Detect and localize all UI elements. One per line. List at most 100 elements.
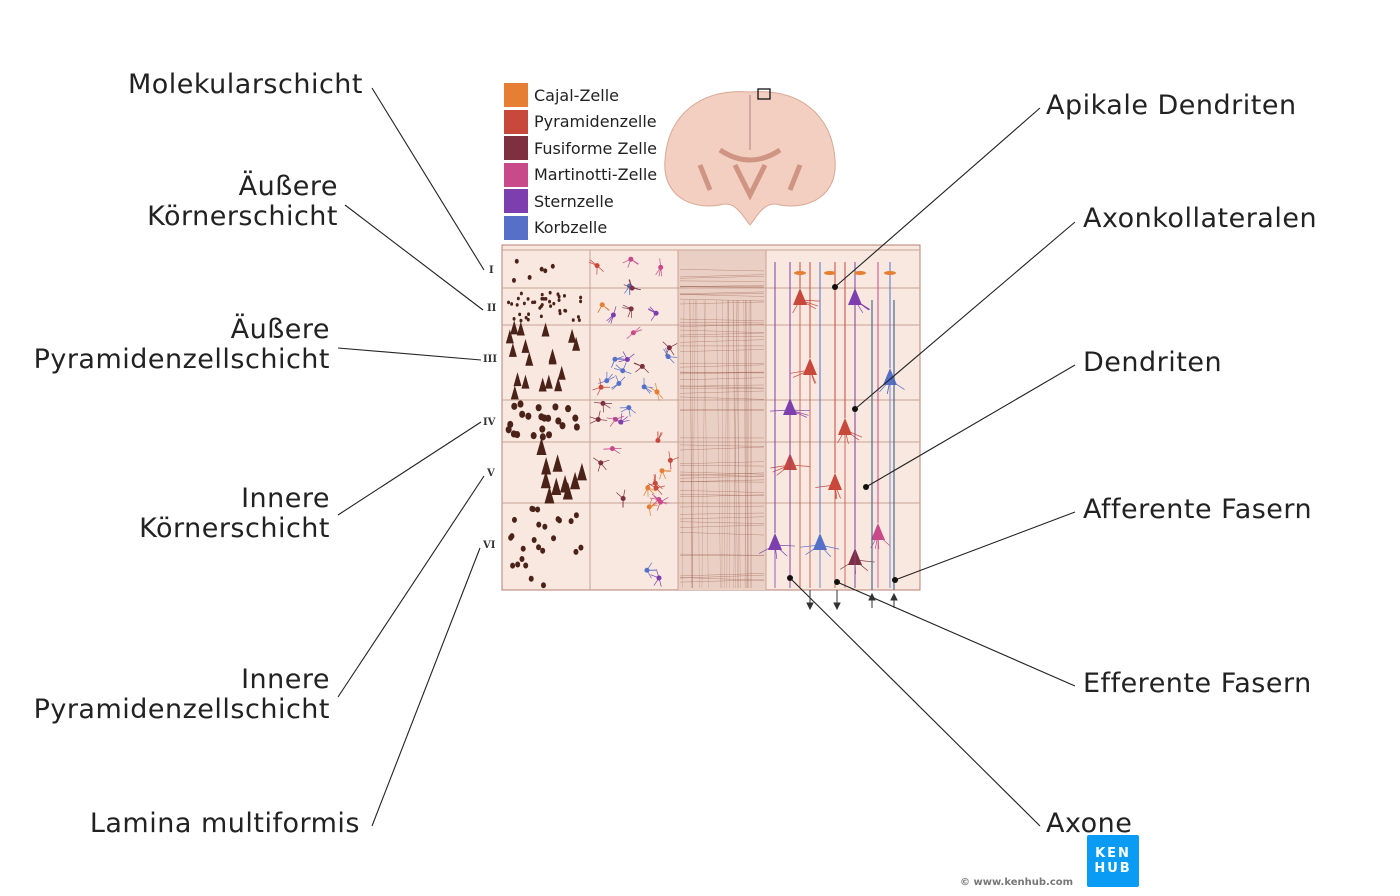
cell-mark [541,457,552,475]
cell-mark [844,429,849,444]
cell-mark [618,359,628,363]
cell-mark [519,318,523,323]
legend-swatch [504,83,528,108]
cell-mark [877,534,880,550]
cell-mark [539,425,546,433]
cell-mark [518,312,522,317]
cell-mark [562,294,566,298]
cell-mark [662,341,670,348]
cell-mark [557,294,561,299]
cell-mark [668,356,678,358]
cell-mark [658,267,662,277]
label-efferente-fasern: Efferente Fasern [1083,668,1312,699]
cell-mark [527,312,531,317]
cell-mark [551,535,557,542]
cell-mark [745,299,749,589]
cell-type-legend: Cajal-Zelle Pyramidenzelle Fusiforme Zel… [504,82,657,241]
cell-mark [623,284,633,289]
legend-label: Fusiforme Zelle [534,138,658,158]
cell-mark [620,413,623,423]
cell-mark [628,407,631,417]
cell-mark [526,317,530,322]
cell-mark [602,403,604,413]
cell-mark [679,321,765,324]
cell-mark [527,275,532,280]
cell-mark [682,299,685,589]
cell-mark [536,544,542,551]
cell-mark [556,517,562,524]
cell-mark [679,318,765,322]
cell-mark [659,258,662,268]
cell-mark [622,489,626,499]
cell-mark [659,470,663,480]
cell-mark [774,544,795,547]
cell-mark [539,314,543,319]
cell-mark [669,343,678,349]
cell-mark [679,268,765,272]
cell-mark [768,533,782,550]
cell-mark [606,376,615,382]
cell-mark [589,419,599,424]
cell-mark [669,347,675,356]
cell-mark [679,329,765,333]
cell-mark [622,304,632,310]
cell-mark [614,356,624,360]
cell-mark [889,379,905,390]
cell-mark [679,479,765,483]
cell-mark [516,296,520,301]
cell-mark [514,430,521,439]
cell-mark [854,299,870,311]
label-apikale-dendriten: Apikale Dendriten [1046,90,1297,121]
cell-mark [510,302,514,306]
cell-mark [511,402,518,410]
cell-mark [613,306,617,316]
label-dendriten: Dendriten [1083,347,1223,378]
cell-mark [519,291,523,296]
cell-mark [620,407,629,413]
cell-mark [679,390,765,394]
cell-mark [646,570,652,579]
label-axone: Axone [1046,808,1133,839]
cell-mark [800,544,821,548]
cell-mark [541,322,550,337]
cell-mark [633,329,642,334]
cell-mark [679,371,765,373]
cell-mark [540,582,546,589]
cell-mark [665,347,670,357]
cell-mark [511,277,516,283]
cell-mark [596,387,602,396]
cell-mark [670,457,680,461]
cell-mark [538,413,545,421]
cell-mark [511,516,517,523]
cell-mark [844,429,860,441]
cell-mark [515,561,521,568]
cell-mark [606,417,616,420]
legend-item: Pyramidenzelle [504,109,657,136]
cell-mark [548,350,557,365]
cell-mark [521,374,530,389]
numeral-II: II [487,303,497,314]
cell-mark [552,403,559,411]
numeral-V: V [487,468,495,479]
cell-mark [793,288,807,305]
cell-mark [526,297,530,301]
cell-mark [599,378,602,388]
cell-mark [552,301,556,306]
cell-mark [744,299,747,589]
cell-mark [578,544,584,551]
cell-mark [746,299,750,589]
cell-mark [679,293,765,295]
cell-mark [656,391,664,399]
cell-mark [665,347,669,357]
cell-mark [528,575,534,582]
cell-mark [557,365,566,380]
cell-mark [838,418,852,435]
cell-mark [613,368,623,372]
cell-mark [611,359,616,368]
cell-mark [854,271,866,275]
legend-swatch [504,136,528,161]
cell-mark [650,574,660,579]
cell-mark [809,369,816,384]
